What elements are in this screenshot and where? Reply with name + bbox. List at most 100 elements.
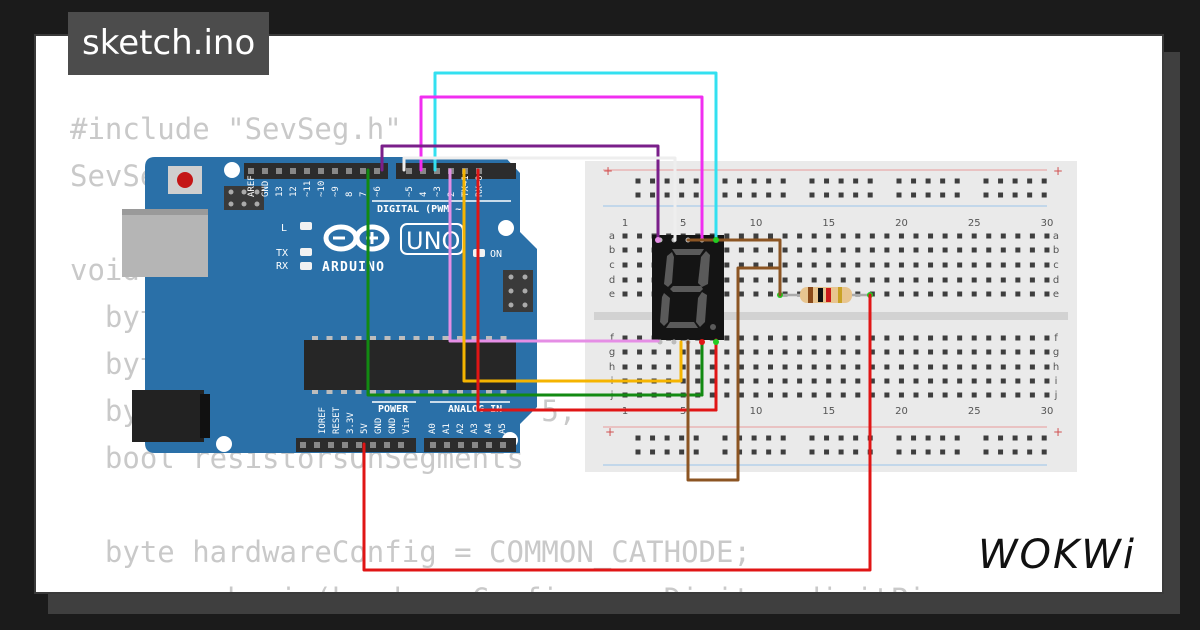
wire-violet [448, 168, 660, 343]
led-tx-label: TX [276, 248, 288, 259]
row-label: i [1055, 376, 1058, 387]
column-label: 30 [1041, 218, 1054, 229]
row-label: f [610, 333, 614, 344]
mounting-hole [498, 220, 514, 236]
column-label: 30 [1041, 406, 1054, 417]
rail-plus-label: + [1053, 425, 1063, 439]
analog-pin-label: A5 [498, 423, 508, 434]
wire-magenta [419, 95, 704, 242]
arduino-brand-label: ARDUINO [322, 260, 385, 275]
wire-purple [380, 144, 660, 242]
column-label: 15 [822, 406, 835, 417]
power-jack [132, 390, 204, 442]
row-label: b [609, 245, 615, 256]
icsp-header [503, 270, 533, 312]
digital-pin-label: 4 [419, 192, 429, 197]
digital-header-right [396, 163, 516, 179]
wokwi-brand-text: WOKWi [978, 532, 1136, 578]
mounting-hole [216, 436, 232, 452]
power-pin-label: GND [374, 418, 384, 434]
row-label: f [1054, 333, 1058, 344]
power-pin-label: RESET [332, 406, 342, 434]
digital-pin-label: AREF [247, 175, 257, 197]
row-label: c [1053, 260, 1059, 271]
row-label: g [609, 347, 615, 358]
wire-orange [462, 168, 683, 383]
digital-pin-label: ~10 [317, 181, 327, 197]
code-line: sevseg.begin(hardwareConfig, numDigits, … [70, 576, 978, 592]
rail-plus-label: + [603, 164, 613, 178]
digital-pin-label: ~9 [331, 186, 341, 197]
power-pin-label: GND [388, 418, 398, 434]
column-label: 1 [622, 218, 628, 229]
digital-pin-label: 2 [447, 192, 457, 197]
power-pin-label: 5V [360, 423, 370, 434]
analog-pin-label: A1 [442, 423, 452, 434]
analog-header [424, 438, 516, 452]
code-line: #include "SevSeg.h" [70, 112, 402, 146]
digital-pin-label: GND [261, 181, 271, 197]
row-label: g [1053, 347, 1059, 358]
led-rx-label: RX [276, 261, 288, 272]
column-label: 10 [750, 406, 763, 417]
column-label: 25 [968, 406, 981, 417]
row-label: a [1053, 231, 1059, 242]
digital-pin-label: 13 [275, 186, 285, 197]
digital-pin-label: 12 [289, 186, 299, 197]
row-label: d [1053, 275, 1059, 286]
column-label: 20 [895, 218, 908, 229]
row-label: j [1054, 390, 1058, 401]
digital-header-left [244, 163, 388, 179]
wire-white [402, 156, 677, 242]
uno-label: UNO [406, 227, 460, 255]
digital-pin-label: TX→1 [461, 175, 471, 197]
analog-pin-label: A3 [470, 423, 480, 434]
column-label: 20 [895, 406, 908, 417]
column-label: 25 [968, 218, 981, 229]
digital-pin-label: ~6 [373, 186, 383, 197]
digital-pin-label: ~3 [433, 186, 443, 197]
row-label: c [609, 260, 615, 271]
digital-pin-label: ~5 [405, 186, 415, 197]
power-pin-label: 3.3V [346, 412, 356, 434]
wire-red [362, 293, 872, 572]
wires [362, 71, 872, 572]
analog-pin-label: A2 [456, 423, 466, 434]
usb-port [122, 209, 208, 277]
led-rx [300, 262, 312, 270]
digital-pin-label: ~11 [303, 181, 313, 197]
wire-cyan [433, 71, 718, 242]
led-l-label: L [281, 223, 287, 234]
column-label: 10 [750, 218, 763, 229]
led-on-label: ON [490, 249, 502, 260]
mounting-hole [224, 162, 240, 178]
led-l [300, 222, 312, 230]
analog-pin-label: A0 [428, 423, 438, 434]
analog-label: ANALOG IN [448, 404, 502, 415]
wokwi-logo: WOKWi [978, 532, 1136, 578]
row-label: h [1053, 362, 1059, 373]
wire-brown [686, 266, 782, 482]
row-label: a [609, 231, 615, 242]
wire-endpoints [655, 237, 719, 345]
power-pin-label: IOREF [318, 407, 328, 434]
digital-pin-label: 7 [359, 192, 369, 197]
rail-plus-label: + [1053, 164, 1063, 178]
power-label: POWER [378, 404, 409, 415]
code-line: byte hardwareConfig = COMMON_CATHODE; [70, 535, 751, 569]
row-label: e [609, 289, 615, 300]
digital-pin-label: 8 [345, 192, 355, 197]
row-label: h [609, 362, 615, 373]
seven-segment-display[interactable] [652, 235, 724, 345]
sketch-title-tab[interactable]: sketch.ino [68, 12, 270, 75]
digital-pin-label: RX←0 [475, 175, 485, 197]
column-label: 15 [822, 218, 835, 229]
led-tx [300, 248, 312, 256]
rail-plus-label: + [605, 425, 615, 439]
analog-pin-label: A4 [484, 423, 494, 434]
digital-pwm-label: DIGITAL (PWM ~) [377, 204, 467, 215]
column-label: 5 [680, 218, 686, 229]
row-label: e [1053, 289, 1059, 300]
